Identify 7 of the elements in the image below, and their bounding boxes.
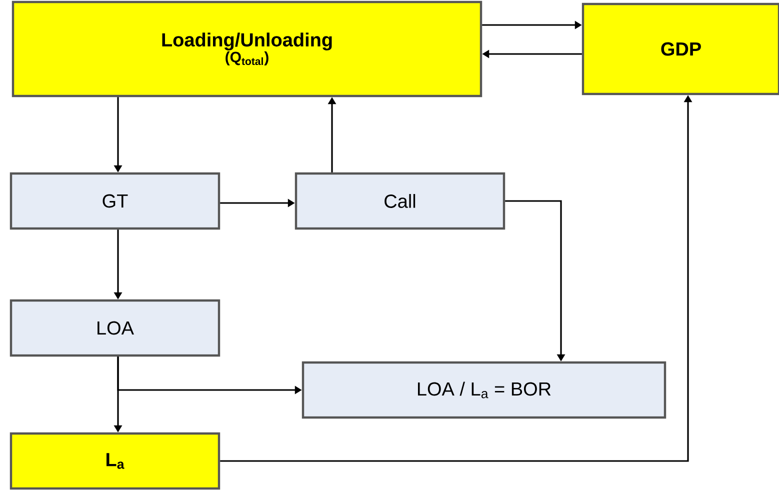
process-box: GT (10, 172, 220, 230)
process-box: GDP (582, 2, 779, 96)
process-box: LOA (10, 299, 220, 357)
process-box: Call (294, 172, 506, 230)
process-box: Loading/Unloading (Q$_{total}$) (12, 0, 482, 98)
process-box: LOA / L$_{a}$ = BOR (302, 361, 666, 419)
process-box: L$_{a}$ (10, 432, 220, 490)
